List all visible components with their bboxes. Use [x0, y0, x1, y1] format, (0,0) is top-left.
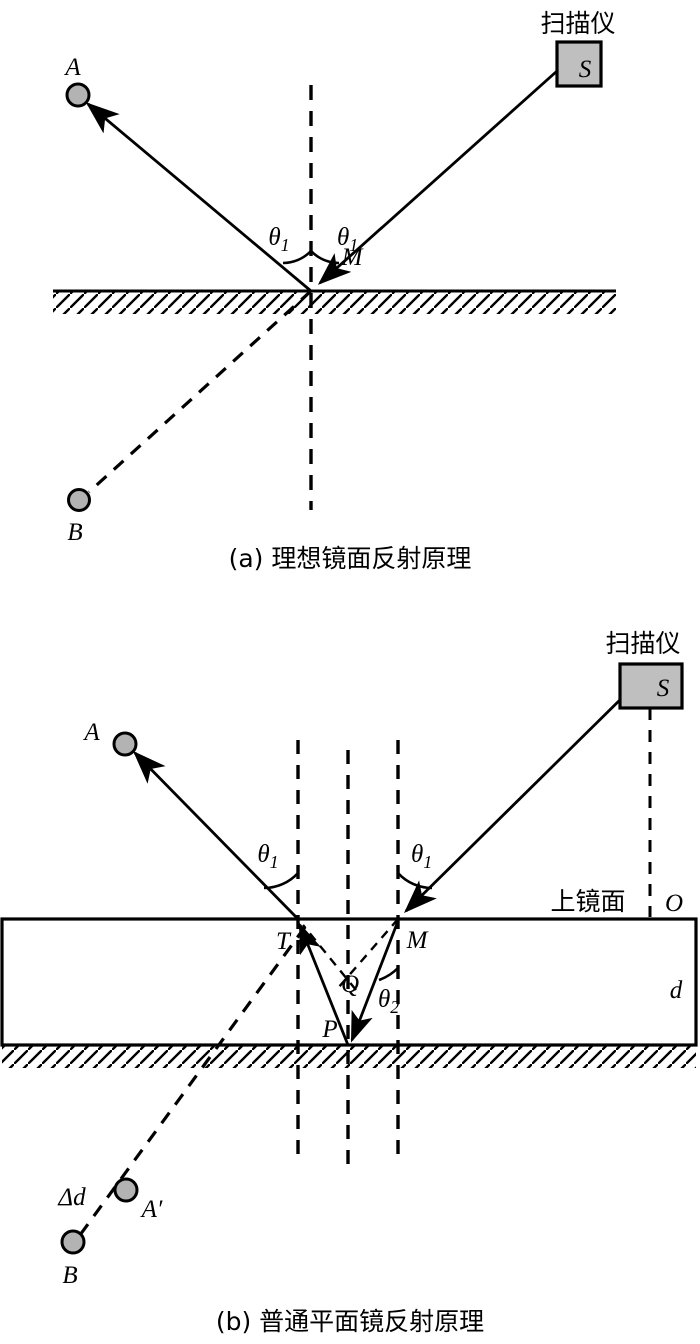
scanner-title-b: 扫描仪 — [605, 629, 680, 658]
angle-theta1-left-label-b: θ1 — [257, 841, 278, 872]
ball-a-label: A — [63, 54, 81, 81]
reflected-ray-a — [85, 102, 312, 293]
ball-a-prime-label-b: A′ — [140, 1196, 163, 1223]
angle-arc-left-b — [263, 872, 299, 890]
caption-a: (a) 理想镜面反射原理 — [229, 544, 472, 573]
angle-arc-refract-b — [378, 967, 399, 982]
point-t-label-b: T — [276, 928, 292, 955]
ball-b-marker — [67, 488, 91, 512]
incident-ray-a — [317, 61, 567, 285]
virtual-ray-extension-b — [78, 926, 307, 1236]
ball-b-marker-b — [60, 1229, 86, 1255]
angle-theta1-right-label-b: θ1 — [411, 841, 432, 872]
caption-b: (b) 普通平面镜反射原理 — [216, 1307, 484, 1336]
ball-b-label-b: B — [62, 1262, 77, 1289]
angle-arc-right-b — [397, 872, 433, 890]
scanner-box-b — [618, 662, 684, 710]
angle-theta1-left-label-a: θ1 — [268, 224, 289, 255]
internal-ray-pt-b — [298, 922, 350, 1046]
incident-ray-b — [404, 689, 631, 913]
ball-a-marker-b — [112, 731, 138, 757]
delta-d-label-b: Δd — [57, 1184, 86, 1211]
point-p-label-b: P — [321, 1016, 337, 1043]
point-m-label-a: M — [341, 244, 364, 271]
angle-arc-right-a — [310, 250, 340, 265]
panel-a: A B S 扫描仪 M θ1 θ1 (a) 理想镜面反射原理 — [53, 9, 616, 573]
thickness-d-label-b: d — [670, 977, 683, 1004]
scanner-box-a — [555, 40, 603, 88]
scanner-point-label-b: S — [657, 675, 670, 702]
top-mirror-label-b: 上镜面 — [550, 887, 625, 916]
point-o-label-b: O — [665, 890, 683, 917]
scanner-title-a: 扫描仪 — [540, 9, 615, 38]
angle-theta1-right-label-a: θ1 — [337, 224, 358, 255]
ball-a-prime-marker-b — [113, 1177, 139, 1203]
virtual-ray-qt-b — [302, 924, 357, 991]
ball-a-marker — [65, 82, 91, 108]
angle-arc-left-a — [282, 250, 312, 265]
ball-b-label: B — [67, 519, 82, 546]
ball-a-label-b: A — [82, 719, 100, 746]
mirror-hatching-a — [53, 292, 616, 314]
reflected-ray-b — [133, 751, 299, 920]
panel-b: A A′ B Δd S 扫描仪 T M Q P 上镜面 O d — [0, 629, 698, 1336]
glass-slab-b — [0, 917, 698, 1047]
point-m-label-b: M — [406, 927, 429, 954]
angle-theta2-label-b: θ2 — [378, 986, 399, 1017]
point-q-label-b: Q — [341, 971, 359, 998]
virtual-ray-a — [87, 289, 313, 494]
refracted-ray-mp-b — [350, 920, 400, 1043]
scanner-point-label-a: S — [579, 56, 592, 83]
